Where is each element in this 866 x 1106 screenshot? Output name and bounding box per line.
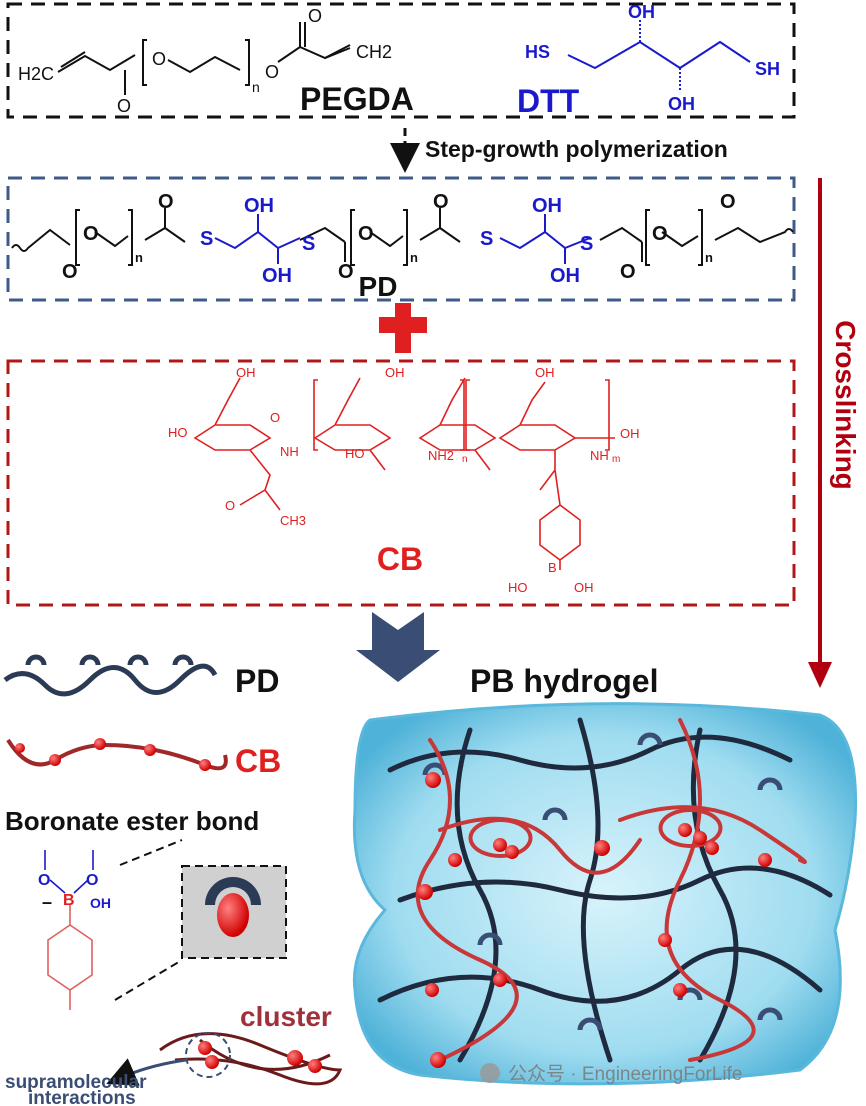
- dtt-label: DTT: [517, 83, 580, 119]
- atom-label: O: [38, 872, 50, 889]
- atom-label: B: [63, 892, 75, 909]
- cb-box: OH HO O NH O CH3 OH HO NH2 n OH OH NH m …: [6, 359, 796, 607]
- step-growth-arrow: Step-growth polymerization: [390, 128, 728, 173]
- atom-label: NH: [590, 448, 609, 463]
- atom-label: O: [152, 49, 166, 69]
- atom-label: OH: [574, 580, 594, 595]
- atom-label: O: [265, 62, 279, 82]
- atom-label: OH: [262, 265, 292, 287]
- atom-label: CH3: [280, 513, 306, 528]
- atom-label: OH: [532, 195, 562, 217]
- atom-label: O: [225, 498, 235, 513]
- legend-pd-label: PD: [235, 663, 279, 699]
- atom-label: –: [42, 892, 52, 912]
- atom-label: CH2: [356, 42, 392, 62]
- watermark: 公众号 · EngineeringForLife: [480, 1063, 742, 1085]
- down-arrow-icon: [356, 612, 440, 682]
- cb-label: CB: [377, 541, 423, 577]
- atom-label: OH: [668, 94, 695, 114]
- atom-label: OH: [628, 2, 655, 22]
- atom-label: OH: [90, 895, 111, 911]
- crosslinking-label: Crosslinking: [830, 320, 861, 490]
- step-growth-label: Step-growth polymerization: [425, 136, 728, 162]
- atom-label: OH: [385, 365, 405, 380]
- atom-label: OH: [244, 195, 274, 217]
- atom-label: n: [462, 454, 468, 465]
- atom-label: O: [158, 191, 174, 213]
- pd-label: PD: [359, 271, 398, 302]
- watermark-text: 公众号 · EngineeringForLife: [508, 1063, 742, 1085]
- interactions-label: interactions: [28, 1088, 136, 1106]
- hydrogel-illustration: [352, 702, 858, 1086]
- atom-label: O: [652, 223, 668, 245]
- pd-chain-icon: [3, 663, 218, 697]
- boronate-structure: O O B OH –: [38, 850, 111, 1010]
- atom-label: OH: [535, 365, 555, 380]
- atom-label: S: [580, 233, 593, 255]
- atom-label: NH2: [428, 448, 454, 463]
- atom-label: O: [62, 261, 78, 283]
- legend: PD CB Boronate ester bond O O B OH – clu…: [3, 654, 343, 1106]
- pd-box: S S S S OH OH OH OH O O O O O O O O O n …: [6, 176, 796, 302]
- atom-label: O: [117, 96, 131, 116]
- atom-label: S: [480, 228, 493, 250]
- atom-label: HO: [345, 446, 365, 461]
- atom-label: O: [338, 261, 354, 283]
- atom-label: O: [358, 223, 374, 245]
- atom-label: O: [86, 872, 98, 889]
- atom-label: O: [433, 191, 449, 213]
- atom-label: n: [252, 79, 260, 95]
- atom-label: S: [302, 233, 315, 255]
- hydrogel-label: PB hydrogel: [470, 663, 658, 699]
- cluster-label: cluster: [240, 1001, 332, 1032]
- atom-label: SH: [755, 59, 780, 79]
- atom-label: OH: [620, 426, 640, 441]
- legend-cb-label: CB: [235, 743, 281, 779]
- atom-label: n: [705, 250, 713, 265]
- atom-label: HO: [168, 425, 188, 440]
- pegda-label: PEGDA: [300, 81, 414, 117]
- atom-label: n: [135, 250, 143, 265]
- atom-label: O: [270, 410, 280, 425]
- supramolecular-label: supramolecular: [5, 1072, 147, 1093]
- atom-label: S: [200, 228, 213, 250]
- atom-label: OH: [550, 265, 580, 287]
- boronate-label: Boronate ester bond: [5, 806, 259, 836]
- atom-label: H2C: [18, 64, 54, 84]
- atom-label: B: [548, 560, 557, 575]
- cb-chain-icon: [6, 738, 228, 771]
- reactants-box: H2C O O O O CH2 n PEGDA HS SH OH OH DTT: [6, 2, 796, 119]
- atom-label: NH: [280, 444, 299, 459]
- pegda-structure: [57, 22, 351, 95]
- atom-label: O: [720, 191, 736, 213]
- atom-label: O: [308, 6, 322, 26]
- atom-label: O: [83, 223, 99, 245]
- atom-label: HO: [508, 580, 528, 595]
- atom-label: n: [410, 250, 418, 265]
- atom-label: m: [612, 454, 620, 465]
- dtt-structure: [567, 20, 751, 90]
- atom-label: HS: [525, 42, 550, 62]
- plus-icon: [379, 303, 427, 353]
- atom-label: OH: [236, 365, 256, 380]
- crosslinking-arrow: Crosslinking: [808, 178, 861, 688]
- atom-label: O: [620, 261, 636, 283]
